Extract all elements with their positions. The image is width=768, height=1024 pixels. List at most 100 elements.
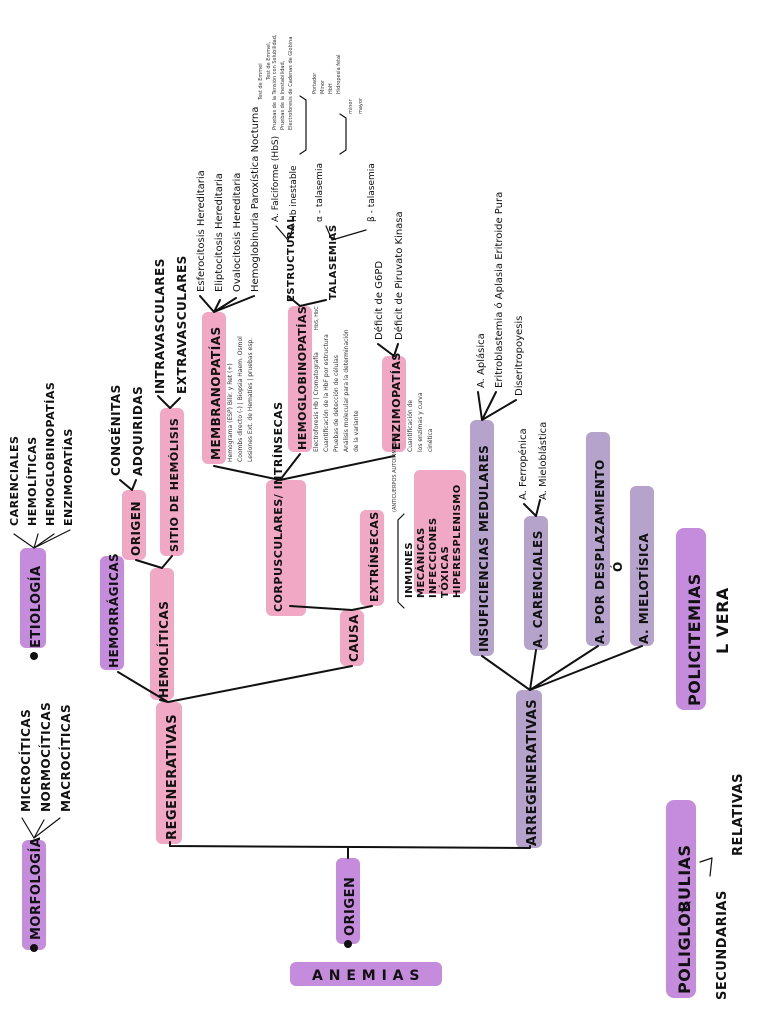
highlight-arregenerativas	[516, 690, 542, 848]
membranopatias-item-2: Eliptocitosis Hereditaria	[214, 173, 225, 292]
hemoglobinopatias-note-2: Cuantificación de la HbF por estructura	[323, 334, 330, 452]
extrinsecas-label: EXTRÍNSECAS	[368, 511, 381, 602]
origen-group: ORIGEN	[343, 877, 358, 948]
edge-regenerativas	[117, 665, 353, 703]
edge-corpusculares	[213, 453, 395, 481]
bullet-icon	[344, 940, 352, 948]
morfologia-item-2: NORMOCÍTICAS	[38, 702, 53, 812]
poliglobulias-item-2: RELATIVAS	[731, 773, 746, 856]
morfologia-item-1: MICROCÍTICAS	[18, 709, 33, 812]
etiologia-item-1: CARENCIALES	[8, 436, 21, 526]
edge-etiologia	[13, 529, 71, 549]
policitemias-label: POLICITEMIAS	[685, 573, 704, 706]
highlight-regenerativas	[156, 702, 182, 844]
edge-enzimopatias	[377, 343, 399, 357]
edge-arregenerativas	[481, 645, 643, 691]
highlight-hemorragicas	[100, 556, 124, 670]
etiologia-group: ETIOLOGÍA	[28, 565, 44, 660]
membranopatias-note-1: Hemograma (ESP) Bilir. y Ret (+)	[227, 363, 234, 462]
highlight-enzimopatias	[382, 356, 406, 452]
bullet-icon	[30, 652, 38, 660]
etiologia-item-4: ENZIMOPATÍAS	[62, 428, 75, 526]
highlight-policitemias	[676, 528, 706, 710]
highlight-morfologia	[22, 840, 46, 950]
sitio-item-1: INTRAVASCULARES	[153, 258, 167, 394]
membranopatias-note-3: Lesiones Ext. de Hematíes | pruebas esp.	[247, 338, 254, 462]
morfologia-label: MORFOLOGÍA	[28, 837, 44, 940]
highlight-carenciales	[524, 516, 548, 650]
alfa-item-2: Minor	[320, 79, 326, 94]
edge-poliglobulias	[681, 857, 713, 913]
sitio-item-2: EXTRAVASCULARES	[175, 255, 189, 394]
highlight-extrinsecas	[360, 510, 384, 606]
hbs-note-4: Electroforesis de Cadenas de Globina	[288, 37, 294, 130]
edge-sitio-fork	[157, 395, 181, 409]
hemoglobinopatias-label: HEMOGLOBINOPATÍAS	[296, 306, 309, 450]
insuficiencias-item-2: Eritroblastemia ó Aplasia Eritroide Pura	[493, 192, 505, 388]
o-label: Ó	[610, 561, 625, 572]
insuficiencias-item-1: A. Aplásica	[475, 333, 487, 388]
connectors	[13, 95, 713, 913]
insuficiencias-label: INSUFICIENCIAS MEDULARES	[477, 445, 491, 652]
causa-label: CAUSA	[347, 614, 361, 662]
alfa-item-4: Hidropesía fetal	[335, 55, 342, 94]
morfologia-group: MORFOLOGÍA	[28, 837, 44, 952]
highlight-causa	[340, 610, 364, 666]
regenerativas-label: REGENERATIVAS	[165, 714, 180, 840]
enzimopatias-item-2: Déficit de Piruvato Kinasa	[393, 211, 405, 340]
estructural-item-2: Hb inestable	[289, 165, 299, 222]
hemorragicas-label: HEMORRÁGICAS	[106, 553, 121, 668]
edge-morfologia	[21, 817, 61, 839]
highlight-insuficiencias	[470, 420, 494, 656]
edge-causa	[289, 605, 373, 611]
membranopatias-item-4: Hemoglobinuria Paroxística Nocturna	[249, 107, 261, 292]
extrinsecas-item-2: MECÁNICAS	[414, 527, 427, 598]
membranopatias-item-1: Esferocitosis Hereditaria	[196, 170, 207, 292]
highlight-origen-hemoliticas	[122, 490, 146, 560]
beta-item-2: mayor	[358, 97, 364, 114]
highlight-hemoglobinopatias	[288, 306, 312, 452]
estructural-item-1: A. Falciforme (HbS)	[271, 136, 281, 222]
desplazamiento-label: A. POR DESPLAZAMIENTO	[593, 459, 607, 644]
origen-label: ORIGEN	[343, 877, 358, 936]
highlight-etiologia	[20, 548, 46, 648]
alfa-label: α - talasemia	[315, 163, 325, 222]
poliglobulias-label: POLIGLOBULIAS	[675, 844, 694, 994]
hbs-note-2: Pruebas de la Tensión con Solubilidad,	[271, 34, 278, 130]
hemoglobinopatias-note-4: Análisis molecular para la determinación	[343, 329, 350, 452]
etiologia-label: ETIOLOGÍA	[28, 565, 44, 648]
hemoglobinopatias-side-note: HbS, HbC	[314, 306, 320, 330]
edge-origen	[169, 841, 531, 859]
carenciales-item-1: A. Ferropénica	[517, 428, 529, 500]
highlight-membranopatias	[202, 312, 226, 464]
edge-insuficiencias	[477, 391, 517, 421]
arregenerativas-label: ARREGENERATIVAS	[525, 699, 540, 846]
beta-item-1: minor	[348, 99, 354, 114]
etiologia-item-3: HEMOGLOBINOPATÍAS	[44, 382, 57, 526]
etiologia-item-2: HEMOLÍTICAS	[26, 436, 39, 526]
highlight-mieloptisica	[630, 486, 654, 646]
beta-label: β - talasemia	[367, 163, 377, 222]
hbs-note-pre: Test de Emmel	[258, 63, 264, 101]
hbs-note-3: Pruebas de la Inestabilidad,	[280, 60, 286, 130]
highlight-anemias	[290, 962, 442, 986]
edge-talasemias	[325, 225, 367, 241]
highlight-origen	[336, 858, 360, 944]
hemoliticas-origen-item-2: ADQUIRIDAS	[131, 386, 145, 476]
edge-alfa-brace	[299, 95, 307, 155]
extrinsecas-item-4: TÓXICAS	[438, 546, 451, 598]
enzimopatias-note-1: Cuantificación de	[407, 400, 414, 452]
morfologia-item-3: MACROCÍTICAS	[58, 704, 73, 812]
hbs-note-1: Test de Emmel,	[266, 41, 272, 81]
sitio-label: SITIO DE HEMÓLISIS	[168, 418, 181, 552]
highlight-poliglobulias	[666, 800, 696, 998]
membranopatias-item-3: Ovalocitosis Hereditaria	[232, 173, 243, 292]
hemoliticas-label: HEMOLÍTICAS	[156, 601, 171, 698]
poliglobulias-item-1: SECUNDARIAS	[715, 890, 730, 1000]
highlight-sitio	[160, 408, 184, 556]
estructural-label: ESTRUCTURAL	[286, 216, 297, 302]
enzimopatias-note-2: los enzimas y curva	[417, 392, 424, 452]
alfa-item-3: HbH	[328, 83, 334, 94]
